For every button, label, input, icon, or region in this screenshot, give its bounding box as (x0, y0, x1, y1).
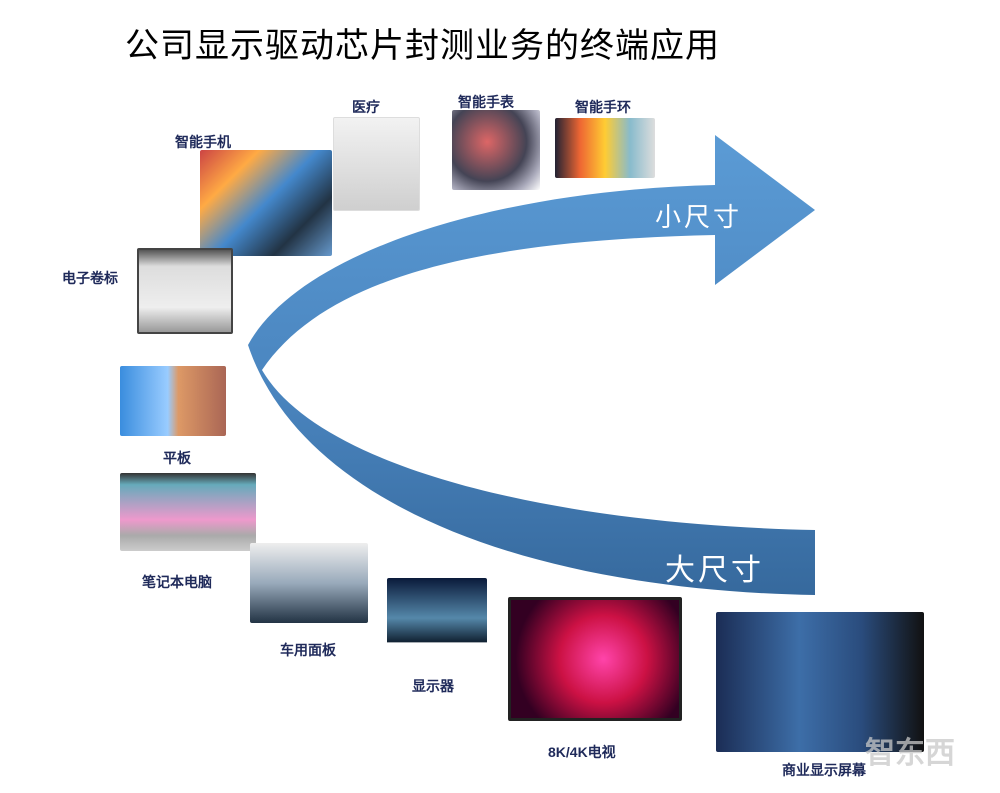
monitor-image (387, 578, 487, 658)
label-e-label: 电子卷标 (62, 271, 118, 287)
label-commercial-display: 商业显示屏幕 (782, 763, 866, 779)
tablet-image (120, 366, 226, 436)
blood-pressure-monitor-image (333, 117, 420, 211)
large-size-label: 大尺寸 (665, 553, 764, 588)
label-tv: 8K/4K电视 (548, 744, 616, 760)
label-smartphone: 智能手机 (175, 135, 231, 151)
label-smart-band: 智能手环 (575, 100, 631, 116)
smart-watch-image (452, 110, 540, 190)
smart-band-image (555, 118, 655, 178)
label-tablet: 平板 (163, 451, 191, 467)
small-size-label: 小尺寸 (655, 203, 743, 233)
tv-image (508, 597, 682, 721)
label-car-panel: 车用面板 (280, 643, 336, 659)
car-panel-image (250, 543, 368, 623)
label-monitor: 显示器 (412, 679, 454, 695)
label-medical: 医疗 (352, 100, 380, 116)
e-label-image (137, 248, 233, 334)
label-laptop: 笔记本电脑 (142, 575, 212, 591)
laptop-image (120, 473, 256, 551)
arrow-shape (248, 135, 815, 595)
page-title: 公司显示驱动芯片封测业务的终端应用 (125, 26, 720, 66)
watermark-logo: 智东西 (865, 736, 955, 771)
commercial-display-image (716, 612, 924, 752)
label-smart-watch: 智能手表 (458, 95, 514, 111)
smartphone-image (200, 150, 332, 256)
